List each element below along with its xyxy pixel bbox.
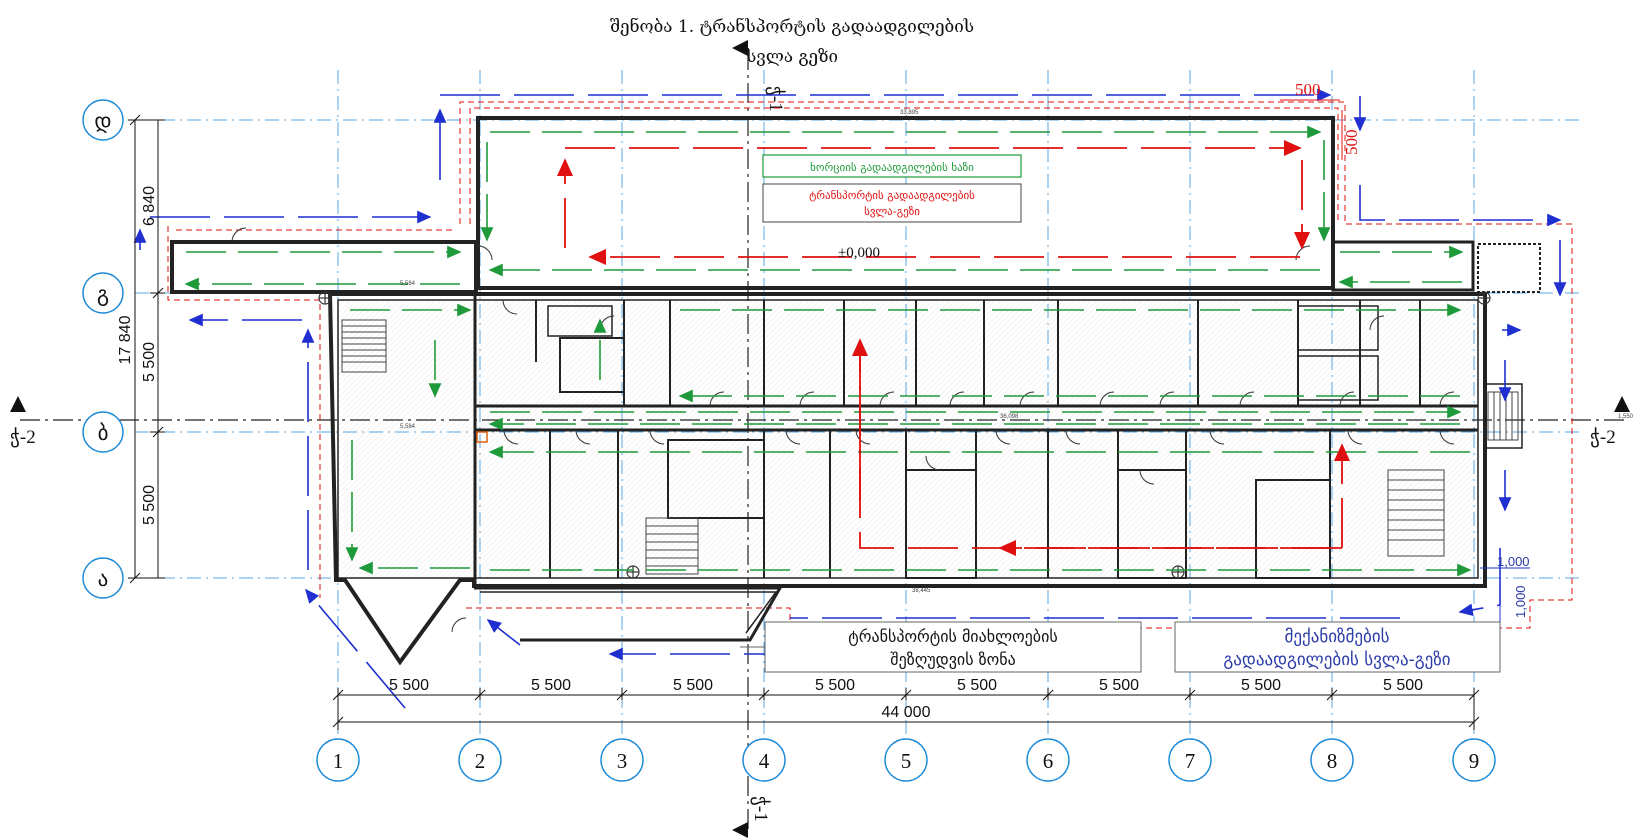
column-axis-5: 5 — [901, 749, 912, 773]
offset-bottom-value: 1,000 — [1497, 554, 1530, 569]
building-walls — [170, 116, 1541, 666]
row-axis-bubbles — [82, 99, 124, 599]
row-axis-2: გ — [97, 282, 109, 306]
section-label-top: ჭ-1 — [765, 86, 786, 112]
bay-dimension-1: 5 500 — [389, 677, 429, 694]
svg-text:1,550: 1,550 — [1618, 414, 1634, 420]
legend-green-text: ხორციის გადაადგილების ხაზი — [810, 161, 974, 174]
svg-text:5,584: 5,584 — [400, 424, 416, 430]
offset-top-value: 500 — [1295, 80, 1321, 99]
staircases — [341, 319, 1519, 575]
legend-red-text-line1: ტრანსპორტის გადაადგილების — [809, 189, 975, 202]
callout-zone: ტრანსპორტის მიახლოების შეზღუდვის ზონა — [740, 621, 1142, 673]
pedestrian-route-green — [184, 125, 1472, 577]
callout-mech-line2: გადაადგილების სვლა-გეზი — [1223, 650, 1450, 670]
bay-dimension-6: 5 500 — [1099, 677, 1139, 694]
row-axis-4: ა — [98, 567, 109, 591]
callout-mech-line1: მექანიზმების — [1284, 627, 1389, 647]
bay-dimension-7: 5 500 — [1241, 677, 1281, 694]
section-label-right: ჭ-2 — [1590, 427, 1616, 448]
svg-text:36,098: 36,098 — [1000, 414, 1019, 420]
column-orange — [476, 431, 488, 443]
total-dimension: 44 000 — [882, 704, 931, 721]
left-segment-1: 6 840 — [141, 186, 158, 226]
offset-right-value: 500 — [1342, 130, 1361, 156]
bottom-dimension-chain — [332, 688, 1480, 730]
svg-text:33,895: 33,895 — [900, 110, 919, 116]
column-axis-6: 6 — [1043, 749, 1054, 773]
left-segment-3: 5 500 — [141, 485, 158, 525]
column-axis-4: 4 — [759, 749, 770, 773]
column-axis-7: 7 — [1185, 749, 1196, 773]
row-axis-1: დ — [94, 109, 111, 133]
section-label-left: ჭ-2 — [10, 427, 36, 448]
section-arrow-right — [1614, 396, 1630, 412]
callout-zone-line2: შეზღუდვის ზონა — [890, 650, 1015, 669]
left-dimension-chain — [128, 114, 165, 584]
level-mark: ±0,000 — [838, 245, 880, 261]
room-dimension-marks: 33,895 38,445 5,584 5,584 36,098 1,550 — [400, 110, 1634, 594]
bay-dimension-3: 5 500 — [673, 677, 713, 694]
section-arrow-left — [10, 396, 26, 412]
section-arrow-top — [732, 40, 748, 56]
svg-text:5,584: 5,584 — [400, 281, 416, 287]
svg-text:38,445: 38,445 — [912, 588, 931, 594]
column-axis-2: 2 — [475, 749, 486, 773]
inner-legend: ხორციის გადაადგილების ხაზი ტრანსპორტის გ… — [762, 154, 1022, 223]
callout-mechanisms: მექანიზმების გადაადგილების სვლა-გეზი — [1174, 621, 1501, 673]
column-axis-bubbles — [316, 738, 1496, 782]
offset-dimension-1000: 1,000 1,000 — [1480, 554, 1530, 628]
left-total-dimension: 17 840 — [117, 315, 134, 364]
section-arrow-bottom — [732, 822, 748, 838]
bay-dimension-2: 5 500 — [531, 677, 571, 694]
callout-zone-line1: ტრანსპორტის მიახლოების — [848, 627, 1057, 646]
offset-bottom-right-value: 1,000 — [1513, 585, 1528, 618]
section-label-bottom: ჭ-1 — [750, 796, 771, 822]
column-axis-8: 8 — [1327, 749, 1338, 773]
drawing-title-line2: სვლა გეზი — [745, 47, 838, 67]
transport-route-red — [556, 139, 1351, 557]
left-segment-2: 5 500 — [141, 342, 158, 382]
clearance-boundary — [167, 101, 1573, 629]
offset-dimension-500: 500 500 — [1280, 80, 1361, 160]
drawing-title-line1: შენობა 1. ტრანსპორტის გადაადგილების — [610, 17, 974, 37]
column-markers — [318, 291, 1491, 579]
column-axis-3: 3 — [617, 749, 628, 773]
bay-dimension-4: 5 500 — [815, 677, 855, 694]
column-axis-1: 1 — [333, 749, 344, 773]
row-axis-3: ბ — [98, 421, 109, 445]
bay-dimension-8: 5 500 — [1383, 677, 1423, 694]
column-axis-9: 9 — [1469, 749, 1480, 773]
bay-dimension-5: 5 500 — [957, 677, 997, 694]
legend-red-text-line2: სვლა-გეზი — [864, 205, 920, 218]
